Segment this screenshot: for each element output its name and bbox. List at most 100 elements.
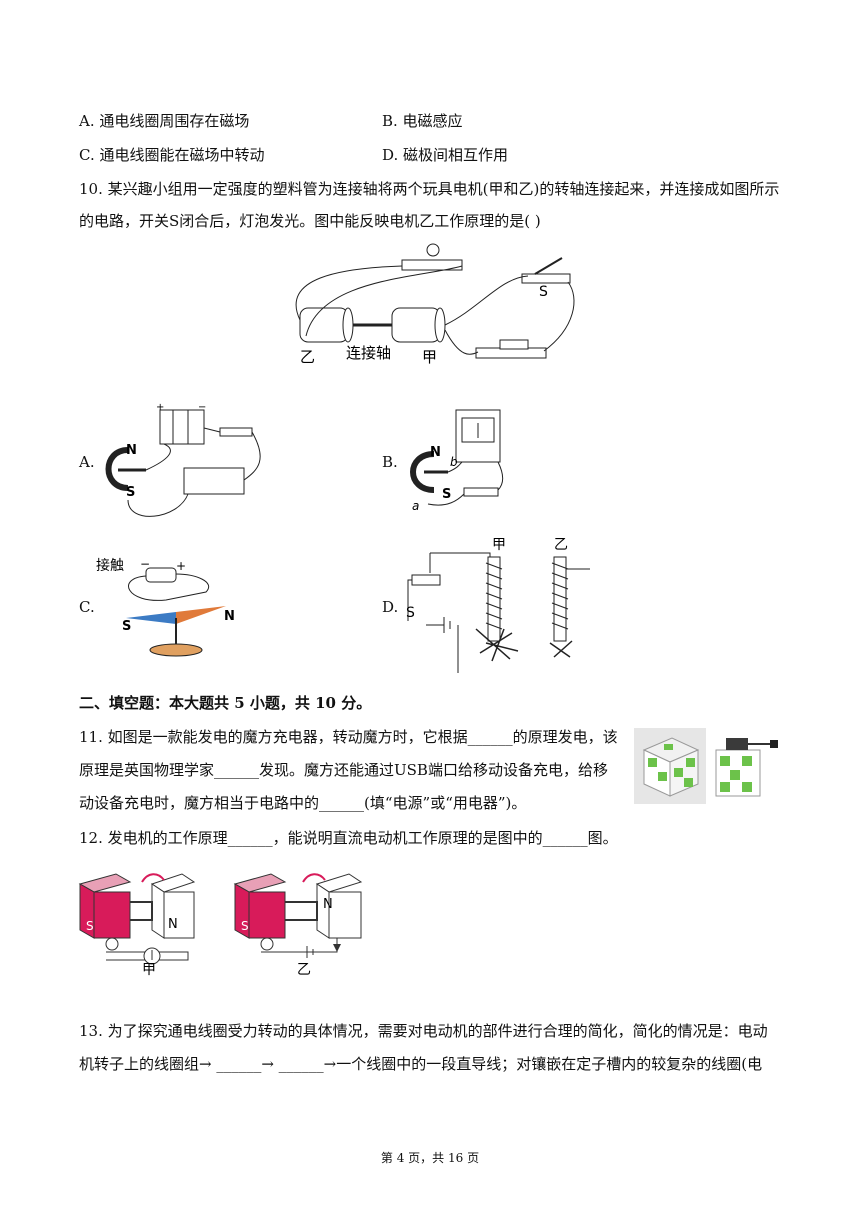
label-jia: 甲 <box>422 348 437 366</box>
current-direction-icon <box>333 944 341 952</box>
pole-n-label: N <box>224 609 235 624</box>
q10-option-c-figure[interactable]: 接触 − + S N <box>96 552 256 662</box>
cube-green-tile <box>730 770 740 780</box>
q10-option-b-label[interactable]: B. <box>382 453 398 471</box>
switch-icon <box>463 487 499 497</box>
q10-option-a-figure[interactable]: + − N S <box>98 400 268 520</box>
magic-cube-charger-image <box>634 728 778 804</box>
q10-option-d-label[interactable]: D. <box>382 598 399 616</box>
pole-n-label: N <box>430 445 441 460</box>
coil-loop <box>130 901 153 921</box>
wire <box>305 265 463 337</box>
lamp-base <box>401 259 463 271</box>
q12-figure-jia: S N 甲 <box>78 873 196 978</box>
minus-label: − <box>140 557 150 571</box>
coil-loop <box>285 901 318 921</box>
wire <box>543 281 575 352</box>
electromagnet-yi <box>551 556 569 642</box>
brush-icon <box>105 937 119 951</box>
motor-jia <box>391 307 441 343</box>
q12-figure-yi: S N 乙 <box>233 873 363 978</box>
magic-cube-usb-icon <box>715 738 778 797</box>
wire <box>427 493 465 506</box>
q10-option-b-figure[interactable]: N S b a <box>398 408 518 518</box>
q10-option-d-figure[interactable]: 甲 乙 S <box>400 533 600 673</box>
wire-loop <box>128 573 209 601</box>
magnet-s-pole <box>93 891 131 939</box>
fig-label-yi: 乙 <box>297 962 311 978</box>
motor-yi-end <box>342 307 354 343</box>
battery-icon <box>145 567 177 583</box>
section-heading: 二、填空题：本大题共 5 小题，共 10 分。 <box>79 694 372 712</box>
pole-n-label: N <box>126 443 137 458</box>
q11-text-line1: 11. 如图是一款能发电的魔方充电器，转动魔方时，它根据______的原理发电，… <box>79 728 618 746</box>
q12-text-line1: 12. 发电机的工作原理______，能说明直流电动机工作原理的是图中的____… <box>79 829 618 847</box>
pole-s-label: S <box>241 919 249 933</box>
horseshoe-magnet-icon <box>105 447 129 491</box>
pole-s-label: S <box>126 485 135 500</box>
point-a-label: a <box>412 499 419 513</box>
cube-green-tile <box>720 756 730 766</box>
electromagnet-jia <box>485 556 503 642</box>
label-jia: 甲 <box>492 537 506 553</box>
wire <box>429 552 491 573</box>
q9-option-c[interactable]: C. 通电线圈能在磁场中转动 <box>79 146 265 164</box>
switch-label: S <box>406 605 415 621</box>
usb-plug <box>726 738 748 750</box>
pole-n-label: N <box>168 917 178 932</box>
label-yi: 乙 <box>554 537 568 553</box>
minus-label: − <box>198 402 206 413</box>
coil-jia <box>485 562 503 630</box>
pole-s-label: S <box>122 619 131 634</box>
q11-text-line3: 动设备充电时，魔方相当于电路中的______(填“电源”或“用电器”)。 <box>79 794 527 812</box>
lamp-bulb-icon <box>426 243 440 257</box>
cube-green-tile <box>674 768 683 777</box>
wire <box>243 431 261 481</box>
q9-option-b[interactable]: B. 电磁感应 <box>382 112 463 130</box>
wire <box>497 461 504 491</box>
cube-green-tile <box>742 782 752 792</box>
q13-text-line1: 13. 为了探究通电线圈受力转动的具体情况，需要对电动机的部件进行合理的简化，简… <box>79 1022 768 1040</box>
cube-green-tile <box>664 744 673 750</box>
q13-text-line2: 机转子上的线圈组→ ______→ ______→一个线圈中的一段直导线；对镶嵌… <box>79 1055 763 1073</box>
pole-s-label: S <box>442 487 451 502</box>
compass-needle-south <box>126 612 176 624</box>
iron-core-jia <box>487 556 501 642</box>
q9-option-a[interactable]: A. 通电线圈周围存在磁场 <box>79 112 250 130</box>
wire <box>203 427 221 433</box>
wire <box>407 579 412 621</box>
brush-icon <box>260 937 274 951</box>
wire <box>447 461 463 473</box>
battery-icon <box>499 339 529 350</box>
pole-n-label: N <box>323 897 333 912</box>
wire <box>444 329 479 355</box>
label-axis: 连接轴 <box>346 344 391 362</box>
cube-green-tile <box>658 772 667 781</box>
switch-label: S <box>539 284 548 300</box>
q10-option-a-label[interactable]: A. <box>79 453 95 471</box>
wire <box>145 443 171 471</box>
magic-cube-icon <box>642 737 700 797</box>
rotation-arrow-icon <box>302 873 326 883</box>
rheostat-icon <box>411 574 441 586</box>
q10-option-c-label[interactable]: C. <box>79 598 95 616</box>
horseshoe-magnet-icon <box>410 451 435 493</box>
magnet-n-side <box>151 883 165 939</box>
point-b-label: b <box>450 455 458 469</box>
q10-text-line1: 10. 某兴趣小组用一定强度的塑料管为连接轴将两个玩具电机(甲和乙)的转轴连接起… <box>79 180 780 198</box>
rotation-arrow-icon <box>141 873 165 883</box>
q9-option-d[interactable]: D. 磁极间相互作用 <box>382 146 509 164</box>
q10-main-figure: S 乙 连接轴 甲 <box>295 243 575 366</box>
label-yi: 乙 <box>300 348 315 366</box>
cube-green-tile <box>684 778 693 787</box>
fig-label-jia: 甲 <box>142 962 156 978</box>
coil-yi <box>551 562 569 630</box>
plus-label: + <box>176 559 186 573</box>
q10-text-line2: 的电路，开关S闭合后，灯泡发光。图中能反映电机乙工作原理的是( ) <box>79 212 541 230</box>
wire <box>295 265 403 321</box>
paper-clips-jia <box>475 628 519 662</box>
pole-s-label: S <box>86 919 94 933</box>
wire <box>127 493 189 517</box>
switch-base <box>521 273 571 284</box>
